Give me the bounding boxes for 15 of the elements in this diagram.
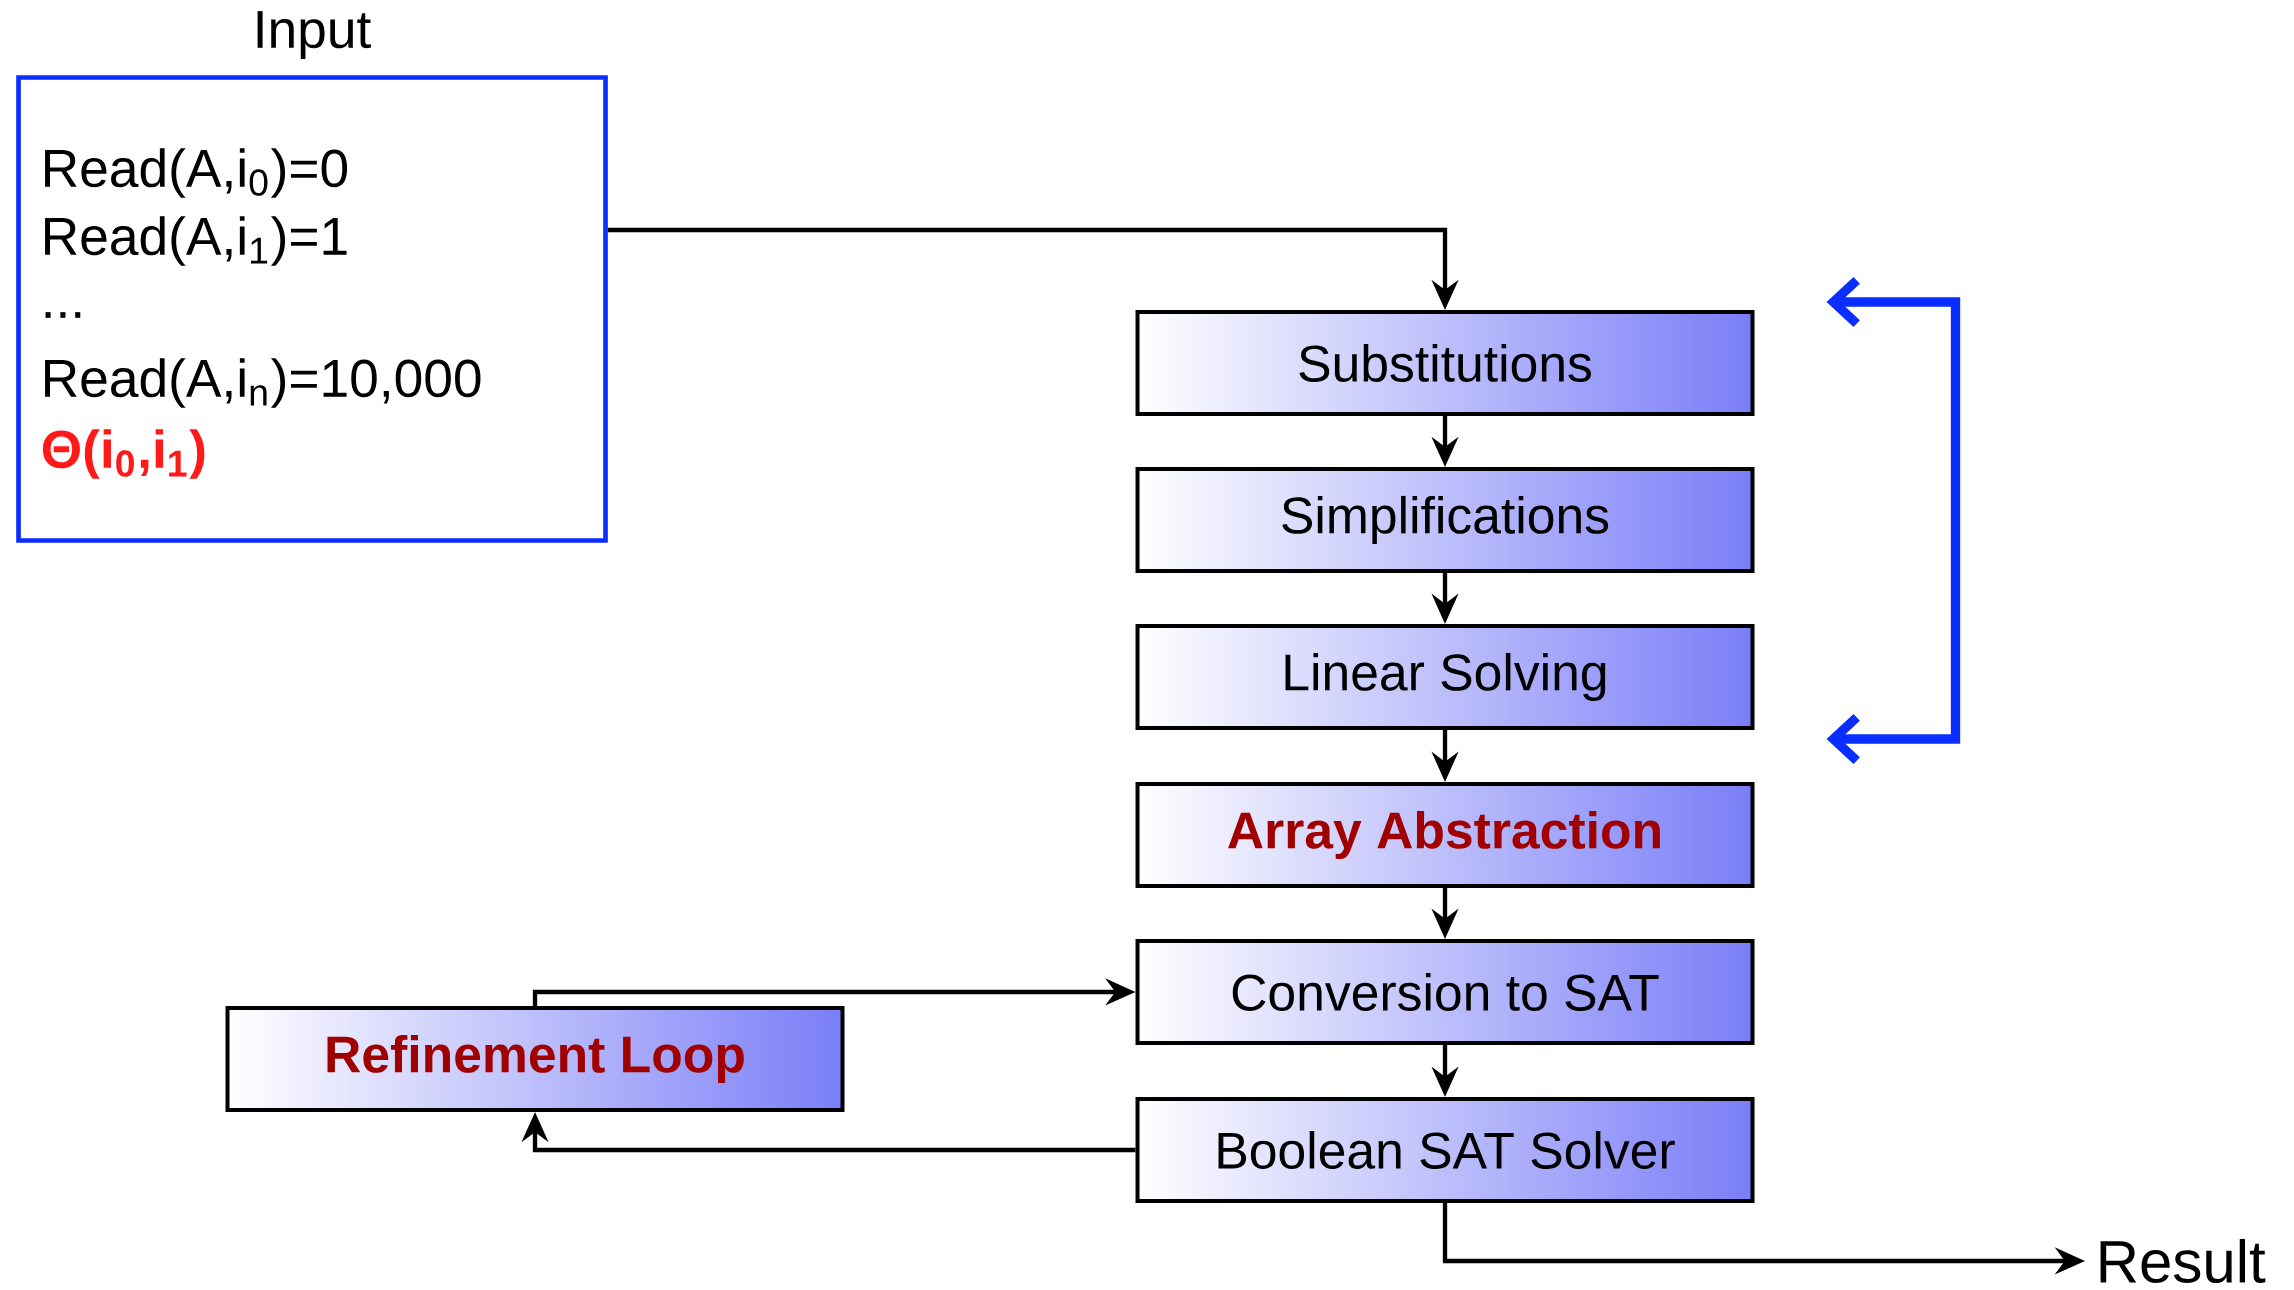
process-box: Substitutions	[1135, 310, 1755, 416]
heading: Input	[257, 11, 371, 59]
text-line: Read(A,i$_{n}$)=10,000	[45, 358, 481, 408]
text-line: Read(A,i$_{1}$)=1	[45, 216, 347, 266]
process-box: Refinement Loop	[225, 1006, 845, 1112]
text-line: Read(A,i$_{0}$)=0	[45, 148, 348, 198]
process-box: Boolean SAT Solver	[1135, 1097, 1755, 1203]
process-box: Array Abstraction	[1135, 782, 1755, 888]
text-line: ...	[45, 312, 81, 318]
text-line: Θ(i$_{0}$,i$_{1}$)	[42, 429, 205, 479]
loop-arrow	[1826, 276, 1961, 765]
process-box: Simplifications	[1135, 467, 1755, 573]
result-label: Result	[2100, 1238, 2266, 1283]
process-box: Linear Solving	[1135, 624, 1755, 730]
process-box: Conversion to SAT	[1135, 939, 1755, 1045]
